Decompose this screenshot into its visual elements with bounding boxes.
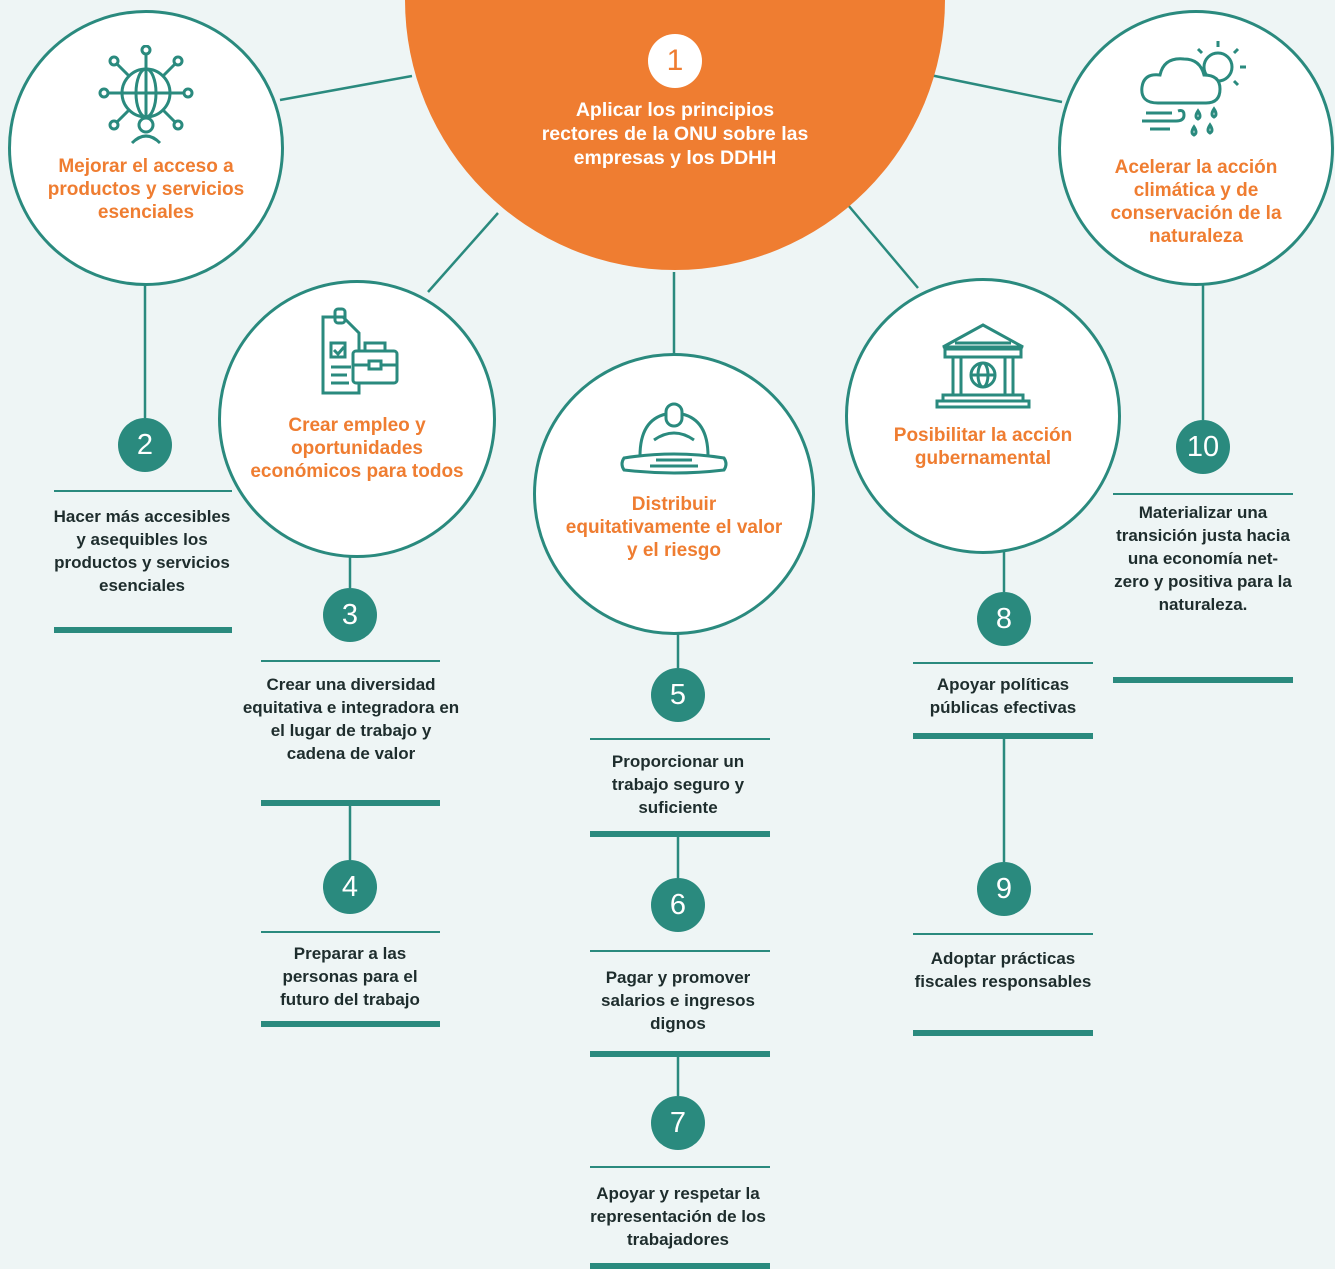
item-10-bottom-bar bbox=[1113, 677, 1293, 683]
weather-cloud-icon bbox=[1136, 37, 1256, 150]
item-4-text: Preparar a las personas para el futuro d… bbox=[280, 944, 420, 1009]
circle-government-title: Posibilitar la acción gubernamental bbox=[893, 425, 1073, 469]
circle-access-title: Mejorar el acceso a productos y servicio… bbox=[47, 156, 245, 223]
item-9-top-rule bbox=[913, 933, 1093, 935]
item-5-bottom-bar bbox=[590, 831, 770, 837]
item-3-text: Crear una diversidad equitativa e integr… bbox=[242, 675, 460, 763]
item-10-top-rule bbox=[1113, 493, 1293, 495]
item-8-top-rule bbox=[913, 662, 1093, 664]
item-7-bottom-bar bbox=[590, 1263, 770, 1269]
item-6-badge: 6 bbox=[651, 878, 705, 932]
circle-employment-title: Crear empleo y oportunidades económicos … bbox=[250, 415, 464, 482]
item-9-bottom-bar bbox=[913, 1030, 1093, 1036]
item-5-badge: 5 bbox=[651, 668, 705, 722]
circle-government: Posibilitar la acción gubernamental bbox=[845, 278, 1121, 554]
item-3-top-rule bbox=[261, 660, 440, 662]
item-9-text: Adoptar prácticas fiscales responsables bbox=[914, 949, 1092, 991]
item-5-text: Proporcionar un trabajo seguro y suficie… bbox=[611, 752, 745, 817]
item-7-top-rule bbox=[590, 1166, 770, 1168]
item-9-badge: 9 bbox=[977, 862, 1031, 916]
item-5-top-rule bbox=[590, 738, 770, 740]
item-10-text: Materializar una transición justa hacia … bbox=[1114, 503, 1292, 614]
item-6-text: Pagar y promover salarios e ingresos dig… bbox=[600, 968, 756, 1033]
government-building-icon bbox=[935, 319, 1031, 416]
circle-distribute-title: Distribuir equitativamente el valor y el… bbox=[565, 494, 783, 561]
central-number: 1 bbox=[648, 34, 702, 88]
item-4-top-rule bbox=[261, 931, 440, 933]
item-8-badge: 8 bbox=[977, 592, 1031, 646]
item-7-badge: 7 bbox=[651, 1096, 705, 1150]
circle-climate-title: Acelerar la acción climática y de conser… bbox=[1110, 157, 1282, 247]
item-2-text: Hacer más accesibles y asequibles los pr… bbox=[53, 507, 231, 595]
item-6-bottom-bar bbox=[590, 1051, 770, 1057]
item-3-bottom-bar bbox=[261, 800, 440, 806]
circle-access: Mejorar el acceso a productos y servicio… bbox=[8, 10, 284, 286]
item-7-text: Apoyar y respetar la representación de l… bbox=[590, 1184, 766, 1249]
circle-distribute: Distribuir equitativamente el valor y el… bbox=[533, 353, 815, 635]
central-title: Aplicar los principios rectores de la ON… bbox=[541, 99, 809, 169]
item-6-top-rule bbox=[590, 950, 770, 952]
globe-network-icon bbox=[98, 44, 194, 150]
circle-climate: Acelerar la acción climática y de conser… bbox=[1058, 10, 1334, 286]
hard-hat-icon bbox=[620, 400, 728, 485]
item-8-text: Apoyar políticas públicas efectivas bbox=[929, 675, 1077, 717]
clipboard-briefcase-icon bbox=[307, 307, 407, 404]
item-2-bottom-bar bbox=[54, 627, 232, 633]
item-10-badge: 10 bbox=[1176, 420, 1230, 474]
item-4-bottom-bar bbox=[261, 1021, 440, 1027]
item-2-top-rule bbox=[54, 490, 232, 492]
item-4-badge: 4 bbox=[323, 860, 377, 914]
item-3-badge: 3 bbox=[323, 588, 377, 642]
circle-employment: Crear empleo y oportunidades económicos … bbox=[218, 280, 496, 558]
item-2-badge: 2 bbox=[118, 418, 172, 472]
item-8-bottom-bar bbox=[913, 733, 1093, 739]
